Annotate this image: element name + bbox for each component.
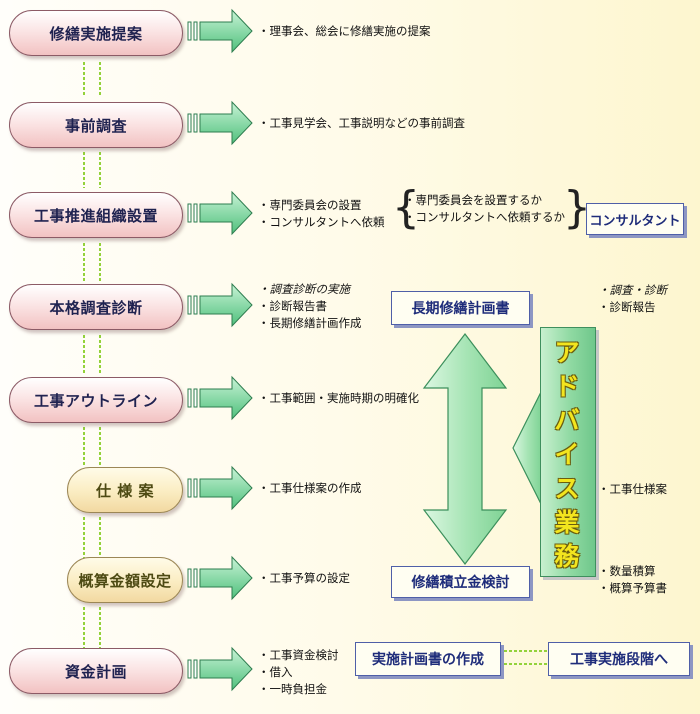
step-description: ・専門委員会の設置 ・コンサルタントへ依頼 bbox=[258, 197, 385, 231]
right-note: ・数量積算 ・概算予算書 bbox=[598, 563, 667, 597]
description-line: ・一時負担金 bbox=[258, 682, 327, 696]
description-line: ・理事会、総会に修繕実施の提案 bbox=[258, 24, 431, 38]
advice-bar bbox=[540, 327, 596, 577]
choice-line: ・コンサルタントへ依頼するか bbox=[404, 210, 565, 224]
advice-char: イ bbox=[554, 440, 580, 469]
advice-char: ス bbox=[554, 474, 580, 503]
description-line: ・工事予算の設定 bbox=[258, 571, 350, 585]
description-line: ・工事範囲・実施時期の明確化 bbox=[258, 391, 419, 405]
description-line: ・工事資金検討 bbox=[258, 648, 339, 662]
description-line: ・工事仕様案の作成 bbox=[258, 481, 362, 495]
note-line: ・調査・診断 bbox=[598, 283, 667, 297]
step-pill: 修繕実施提案 bbox=[9, 10, 183, 56]
step-pill: 工事アウトライン bbox=[9, 377, 183, 423]
note-line: ・診断報告 bbox=[598, 300, 656, 314]
step-pill: 工事推進組織設置 bbox=[9, 192, 183, 238]
step-pill: 本格調査診断 bbox=[9, 284, 183, 330]
right-arrows bbox=[187, 8, 253, 692]
reserve-fund-box: 修繕積立金検討 bbox=[391, 566, 530, 598]
step-description: ・工事資金検討 ・借入 ・一時負担金 bbox=[258, 647, 339, 698]
right-note: ・工事仕様案 bbox=[598, 481, 667, 498]
long-term-plan-box: 長期修繕計画書 bbox=[391, 291, 530, 325]
description-line: ・専門委員会の設置 bbox=[258, 198, 362, 212]
advice-char: 業 bbox=[554, 508, 580, 537]
advice-left-arrow bbox=[512, 391, 542, 505]
advice-char: ア bbox=[554, 338, 580, 367]
step-description: ・工事仕様案の作成 bbox=[258, 480, 362, 497]
description-line: ・診断報告書 bbox=[258, 299, 327, 313]
step-description: ・工事範囲・実施時期の明確化 bbox=[258, 390, 419, 407]
choice-line: ・専門委員会を設置するか bbox=[404, 193, 542, 207]
description-line: ・借入 bbox=[258, 665, 293, 679]
note-line: ・工事仕様案 bbox=[598, 482, 667, 496]
description-line: ・コンサルタントへ依頼 bbox=[258, 215, 385, 229]
step-description: ・調査診断の実施 ・診断報告書 ・長期修繕計画作成 bbox=[258, 281, 362, 332]
step-pill: 資金計画 bbox=[9, 648, 183, 694]
step-pill: 概算金額設定 bbox=[67, 557, 183, 603]
note-line: ・概算予算書 bbox=[598, 581, 667, 595]
description-line: ・工事見学会、工事説明などの事前調査 bbox=[258, 116, 465, 130]
left-brace: { bbox=[392, 182, 420, 233]
right-note: ・調査・診断 ・診断報告 bbox=[598, 282, 667, 316]
choice-list: ・専門委員会を設置するか ・コンサルタントへ依頼するか bbox=[404, 192, 565, 226]
implementation-plan-box: 実施計画書の作成 bbox=[355, 642, 501, 676]
step-description: ・工事見学会、工事説明などの事前調査 bbox=[258, 115, 465, 132]
step-description: ・理事会、総会に修繕実施の提案 bbox=[258, 23, 431, 40]
step-pill: 仕 様 案 bbox=[67, 467, 183, 513]
advice-char: バ bbox=[554, 406, 580, 435]
description-line: ・調査診断の実施 bbox=[258, 282, 350, 296]
advice-char: 務 bbox=[554, 542, 580, 571]
step-pill: 事前調査 bbox=[9, 102, 183, 148]
description-line: ・長期修繕計画作成 bbox=[258, 316, 362, 330]
note-line: ・数量積算 bbox=[598, 564, 656, 578]
consultant-box: コンサルタント bbox=[586, 203, 684, 235]
double-arrow bbox=[422, 333, 508, 565]
advice-char: ド bbox=[554, 372, 580, 401]
construction-phase-box: 工事実施段階へ bbox=[548, 642, 690, 676]
step-description: ・工事予算の設定 bbox=[258, 570, 350, 587]
